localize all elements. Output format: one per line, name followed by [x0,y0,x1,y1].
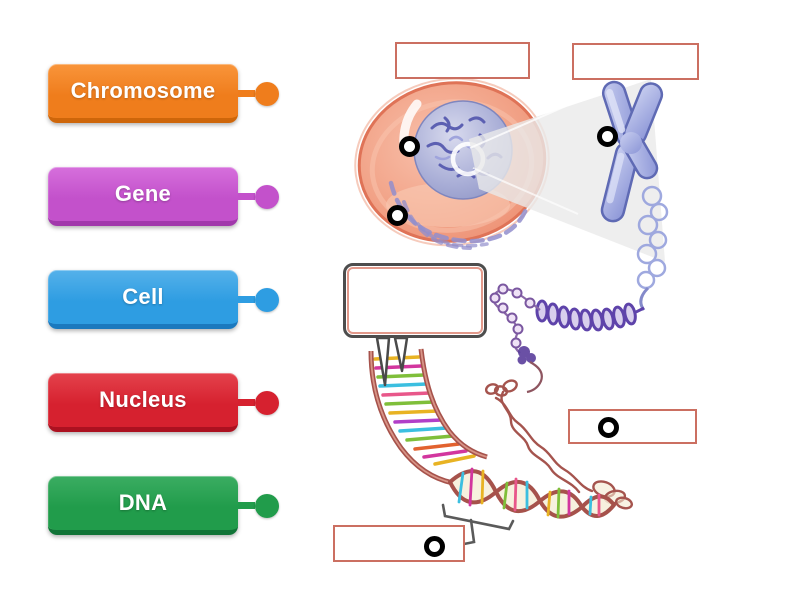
chip-stem [238,193,255,200]
nucleosome-beads [489,283,543,394]
pin-in-middle-right-zone[interactable] [598,417,619,438]
chip-stem [238,502,255,509]
label-chip-nucleus[interactable]: Nucleus [48,371,279,434]
dna-bracket [441,503,515,546]
pin-on-cell[interactable] [387,205,408,226]
pin-in-bottom-zone[interactable] [424,536,445,557]
chip-label: Gene [114,181,172,206]
label-chip-cell[interactable]: Cell [48,268,279,331]
chip-pin-dot [255,184,279,209]
chip-label: Cell [122,284,164,309]
chip-label: Chromosome [70,78,216,103]
drop-zone-top-left[interactable] [395,42,530,79]
gene-callout-pointer [375,336,409,387]
chip-pin-dot [255,81,279,106]
gene-callout-box-inner-border [347,267,483,334]
chip-label: Nucleus [99,387,187,412]
pin-on-nucleus[interactable] [399,136,420,157]
chip-stem [238,296,255,303]
chip-body: Chromosome [48,64,238,123]
chip-label: DNA [118,490,168,515]
label-chip-gene[interactable]: Gene [48,165,279,228]
pin-on-chromosome[interactable] [597,126,618,147]
chip-pin-dot [255,493,279,518]
chip-pin-dot [255,390,279,415]
chip-pin-dot [255,287,279,312]
drop-zone-middle-right[interactable] [568,409,697,444]
chip-body: Nucleus [48,373,238,432]
label-chip-dna[interactable]: DNA [48,474,279,537]
chip-body: Cell [48,270,238,329]
label-chip-chromosome[interactable]: Chromosome [48,62,279,125]
dna-ladder [368,348,616,519]
drop-zone-bottom[interactable] [333,525,465,562]
chip-body: Gene [48,167,238,226]
chromosome-illustration [600,80,664,223]
chip-stem [238,399,255,406]
chromatin-solenoid [535,299,645,332]
chip-body: DNA [48,476,238,535]
drop-zone-top-right[interactable] [572,43,699,80]
chip-stem [238,90,255,97]
chromatin-knot [517,346,536,365]
gene-callout-box[interactable] [343,263,487,338]
